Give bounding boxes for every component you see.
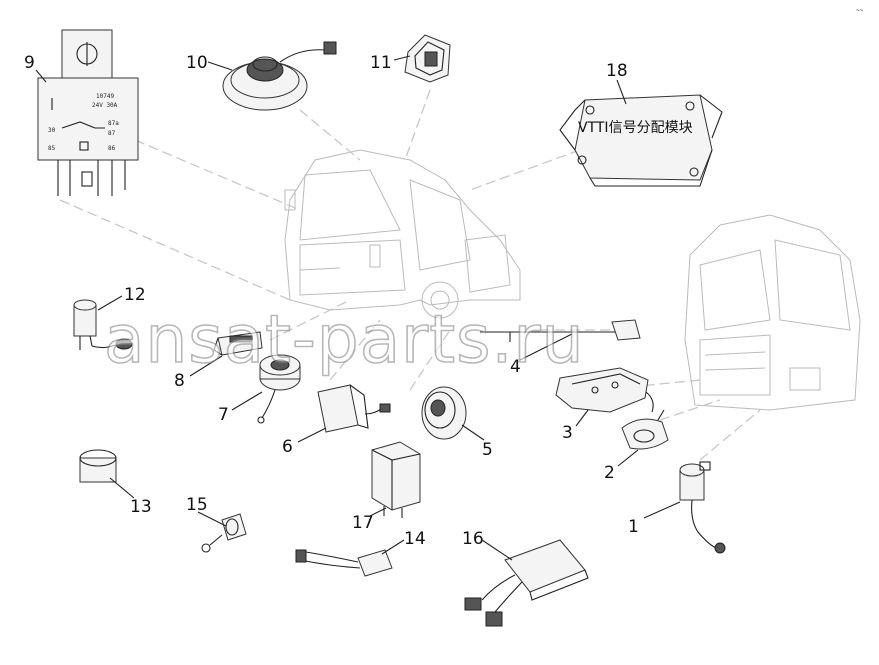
callout-8: 8 <box>174 371 185 391</box>
horn-disc-part <box>421 386 467 440</box>
ecu-box-part <box>555 367 654 413</box>
callout-18: 18 <box>606 61 628 81</box>
vtti-module-label: VTTI信号分配模块 <box>578 120 693 136</box>
speaker-part <box>222 41 337 111</box>
vtti-module-part: VTTI信号分配模块 <box>559 94 723 187</box>
callout-7: 7 <box>218 405 229 425</box>
callout-9: 9 <box>24 53 35 73</box>
relay-label-line2: 24V 30A <box>92 102 118 109</box>
bus-front-illustration <box>284 149 521 319</box>
switch-part <box>404 34 451 83</box>
relay-cube-part <box>371 441 421 518</box>
relay-label-line1: 10749 <box>96 93 114 100</box>
horn-part <box>621 409 669 450</box>
bus-rear-illustration <box>684 214 861 411</box>
relay-pin-85: 85 <box>48 145 56 152</box>
corner-mark: ~~ <box>856 7 864 14</box>
solenoid-part <box>679 461 726 554</box>
watermark: ansat-parts.ru <box>104 301 584 378</box>
flasher-part <box>213 331 263 356</box>
location-lines <box>59 89 761 461</box>
reverse-switch-part <box>73 299 133 350</box>
relay-pin-30: 30 <box>48 127 56 134</box>
callout-6: 6 <box>282 437 293 457</box>
buzzer-part <box>257 354 301 424</box>
callout-10: 10 <box>186 53 208 73</box>
socket-part <box>79 449 117 483</box>
callout-5: 5 <box>482 440 493 460</box>
callout-1: 1 <box>628 517 639 537</box>
callout-12: 12 <box>124 285 146 305</box>
callout-11: 11 <box>370 53 392 73</box>
control-module-part <box>464 539 589 627</box>
callout-14: 14 <box>404 529 426 549</box>
callout-16: 16 <box>462 529 484 549</box>
callout-15: 15 <box>186 495 208 515</box>
relay-pin-87: 87 <box>108 130 116 137</box>
callout-17: 17 <box>352 513 374 533</box>
callout-13: 13 <box>130 497 152 517</box>
control-unit-part <box>317 384 391 433</box>
callout-3: 3 <box>562 423 573 443</box>
lamp-socket-part <box>201 513 247 553</box>
relay-pin-87a: 87a <box>108 120 119 127</box>
wiring-harness-part <box>480 319 641 342</box>
callout-2: 2 <box>604 463 615 483</box>
sensor-part <box>295 549 393 577</box>
relay-part: 10749 24V 30A 30 87a 87 85 86 <box>37 29 139 196</box>
relay-pin-86: 86 <box>108 145 116 152</box>
callout-4: 4 <box>510 357 521 377</box>
